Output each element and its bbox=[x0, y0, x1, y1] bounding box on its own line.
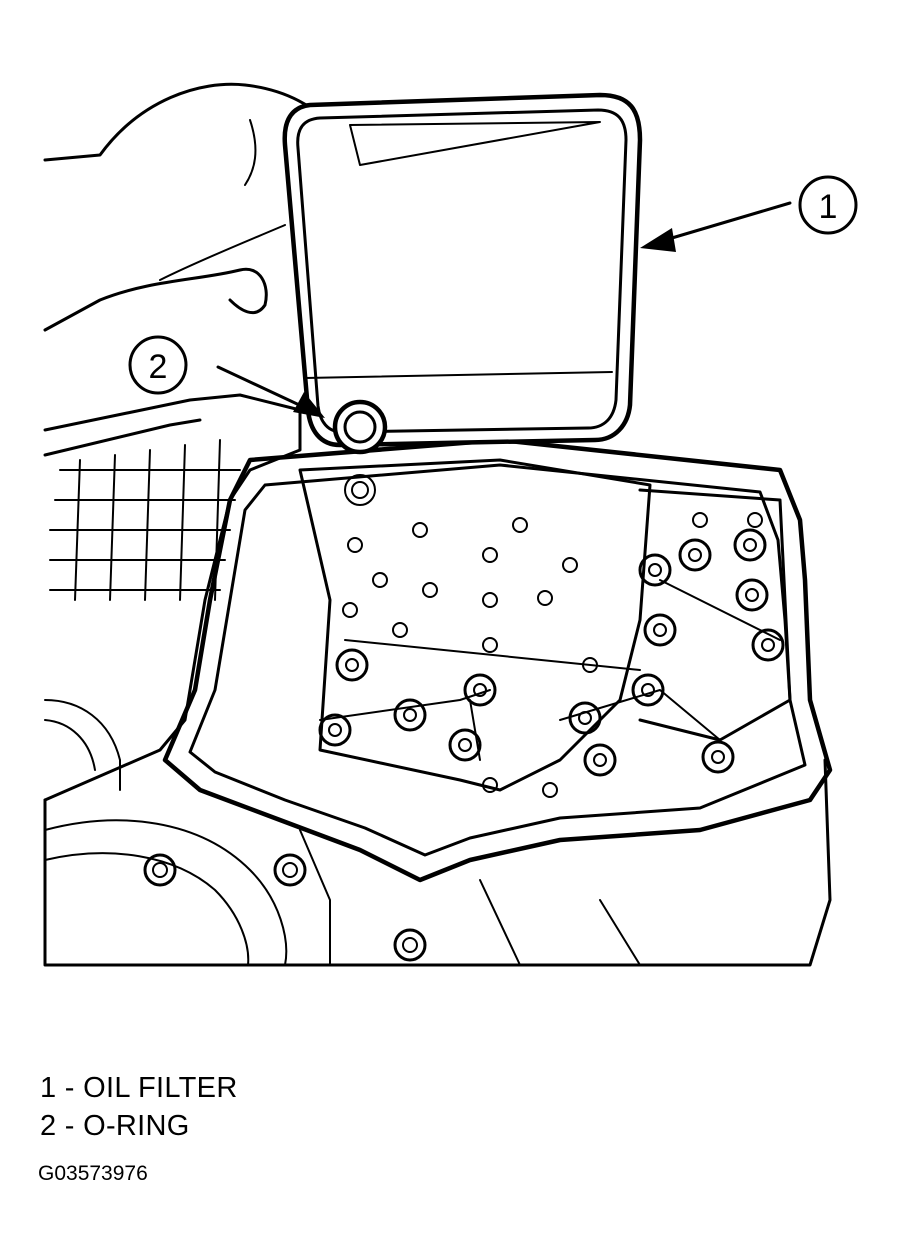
figure-id: G03573976 bbox=[38, 1162, 148, 1185]
legend-item-oil-filter: 1 - OIL FILTER bbox=[40, 1072, 238, 1104]
transmission-valve-body-illustration: 1 2 bbox=[43, 82, 858, 967]
callout-2-number: 2 bbox=[149, 348, 168, 386]
callout-1: 1 bbox=[640, 175, 858, 252]
oil-filter bbox=[282, 92, 643, 448]
pan-gasket-flange bbox=[162, 437, 833, 883]
o-ring bbox=[332, 399, 388, 455]
legend-item-o-ring: 2 - O-RING bbox=[40, 1110, 190, 1142]
transmission-case bbox=[43, 393, 832, 967]
valve-body bbox=[298, 458, 792, 792]
pan-bolts bbox=[143, 474, 427, 962]
valve-body-bolts bbox=[342, 512, 763, 798]
callout-1-number: 1 bbox=[819, 188, 838, 226]
callout-2: 2 bbox=[128, 335, 325, 418]
bolt-bosses bbox=[318, 528, 785, 777]
